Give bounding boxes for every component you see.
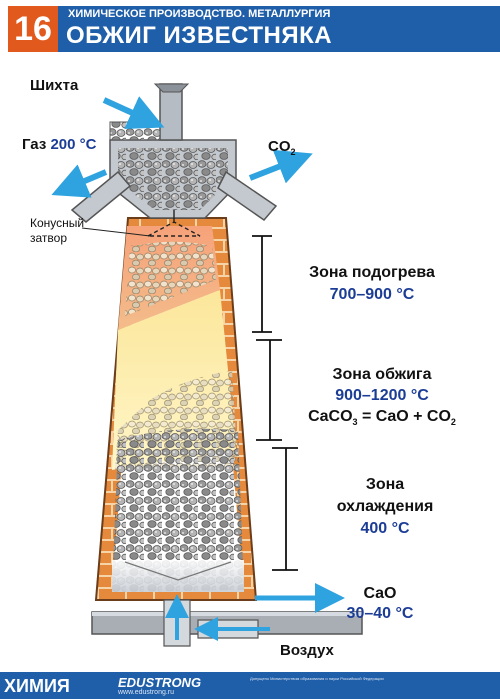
- poster-subtitle: ХИМИЧЕСКОЕ ПРОИЗВОДСТВО. МЕТАЛЛУРГИЯ: [68, 8, 331, 20]
- label-gas-temp: 200 °C: [50, 136, 97, 153]
- hopper-stones: [118, 148, 228, 210]
- preheat-stones: [125, 241, 216, 316]
- header: 16 ХИМИЧЕСКОЕ ПРОИЗВОДСТВО. МЕТАЛЛУРГИЯ …: [0, 0, 500, 58]
- gas-outlet-right: [217, 170, 278, 222]
- label-cao-block: CaO 30–40 °C: [320, 584, 440, 624]
- discharge-grate: [112, 560, 244, 592]
- zone-preheat-name: Зона подогрева: [309, 264, 435, 281]
- label-cone-line2: затвор: [30, 231, 67, 245]
- poster-title: ОБЖИГ ИЗВЕСТНЯКА: [66, 22, 333, 49]
- eq-rhs-sub: 2: [450, 417, 456, 428]
- charge-arrow: [102, 96, 165, 129]
- gas-outlet-left: [70, 170, 132, 223]
- header-bar: [58, 6, 500, 52]
- label-cone: Конусный затвор: [30, 216, 84, 246]
- eq-lhs: CaCO: [308, 408, 353, 425]
- kiln-diagram: [51, 83, 363, 647]
- cone-label-pointer: [81, 227, 151, 237]
- label-co2-text: CO: [268, 138, 291, 155]
- footer-publisher: EDUSTRONG: [118, 675, 202, 690]
- zone-firing-temp: 900–1200 °C: [335, 387, 429, 404]
- footer-bar: [0, 672, 500, 699]
- zone-bracket-preheat: [252, 235, 272, 333]
- zone-firing-name: Зона обжига: [332, 366, 432, 383]
- footer-note: Допущено Министерством образования и нау…: [250, 676, 384, 681]
- zone-bracket-firing: [256, 339, 282, 441]
- zone-firing-label: Зона обжига 900–1200 °C CaCO3 = CaO + CO…: [282, 364, 482, 433]
- poster-number: 16: [8, 6, 58, 52]
- zone-cooling-name1: Зона: [365, 476, 405, 493]
- feed-chute-top: [153, 83, 190, 93]
- cone-gate: [147, 221, 201, 237]
- footer-url: www.edustrong.ru: [118, 689, 175, 696]
- label-charge: Шихта: [30, 77, 79, 94]
- label-cone-line1: Конусный: [30, 216, 85, 230]
- gas-arrow: [51, 164, 108, 198]
- label-cao-temp: 30–40 °C: [346, 605, 414, 622]
- label-gas: Газ 200 °C: [22, 136, 97, 153]
- cooling-stones: [112, 428, 244, 592]
- label-cao: CaO: [363, 585, 397, 602]
- zone-cooling-temp: 400 °C: [360, 520, 410, 537]
- kiln-base-highlight: [92, 612, 362, 616]
- co2-arrow: [248, 149, 313, 184]
- grate-line: [124, 561, 232, 581]
- eq-rhs: = CaO + CO: [357, 408, 451, 425]
- zone-bracket-cooling: [272, 447, 298, 571]
- label-gas-name: Газ: [22, 136, 47, 153]
- label-air: Воздух: [280, 642, 334, 659]
- zone-cooling-label: Зона охлаждения 400 °C: [300, 474, 470, 540]
- label-co2-sub: 2: [290, 147, 296, 157]
- label-co2: CO2: [268, 138, 296, 157]
- eq-lhs-sub: 3: [352, 417, 358, 428]
- zone-preheat-temp: 700–900 °C: [329, 286, 415, 303]
- zone-firing-equation: CaCO3 = CaO + CO2: [282, 406, 482, 433]
- side-hopper: [109, 121, 161, 141]
- zone-cooling-name2: охлаждения: [336, 498, 434, 515]
- footer-brand: ХИМИЯ: [4, 676, 70, 696]
- zone-preheat-label: Зона подогрева 700–900 °C: [282, 262, 462, 306]
